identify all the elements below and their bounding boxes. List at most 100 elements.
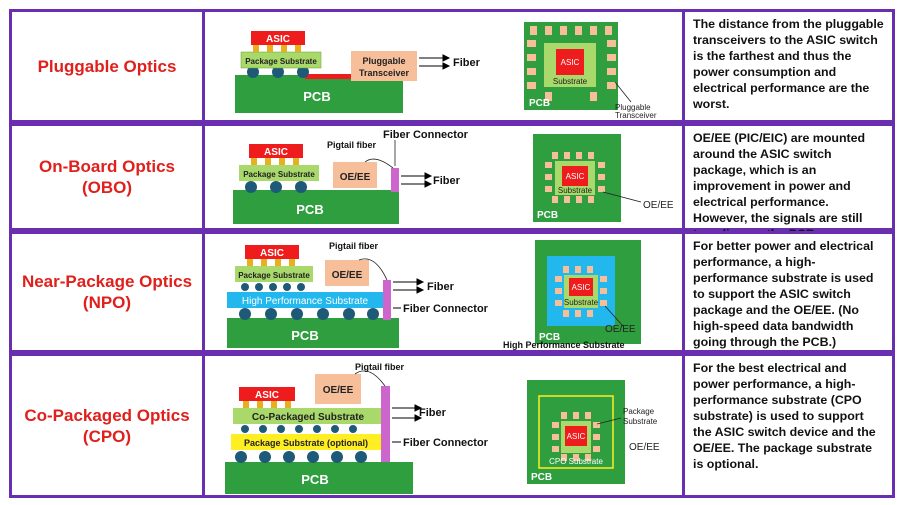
top-asic-label: ASIC bbox=[566, 172, 585, 181]
connector-label: Fiber Connector bbox=[403, 303, 489, 315]
row-name-cell: On-Board Optics (OBO) bbox=[12, 126, 202, 228]
row-name-cell: Pluggable Optics bbox=[12, 12, 202, 120]
hps-label: High Performance Substrate bbox=[242, 296, 369, 307]
package-balls bbox=[241, 425, 357, 433]
top-cpo-label: CPO Substrate bbox=[549, 457, 603, 466]
row-title: On-Board Optics (OBO) bbox=[38, 157, 175, 197]
pcb bbox=[233, 190, 399, 224]
asic-label: ASIC bbox=[264, 147, 288, 158]
transceiver-ring bbox=[527, 26, 616, 101]
top-oe-label: OE/EE bbox=[605, 324, 636, 335]
row-pluggable: Pluggable Optics PCB Package Substrate A… bbox=[9, 9, 895, 123]
oe-ee-label: OE/EE bbox=[323, 385, 354, 396]
pcb-label: PCB bbox=[303, 89, 330, 104]
fiber-arrows bbox=[401, 172, 433, 188]
microbumps bbox=[247, 259, 295, 266]
pigtail-fiber bbox=[364, 158, 394, 169]
top-oe-label: OE/EE bbox=[643, 200, 674, 211]
asic-label: ASIC bbox=[260, 248, 284, 259]
description-cell: OE/EE (PIC/EIC) are mounted around the A… bbox=[682, 126, 892, 241]
top-pcb-label: PCB bbox=[539, 332, 560, 343]
fiber-connector bbox=[383, 280, 391, 320]
top-substrate-label: Substrate bbox=[553, 77, 588, 86]
top-substrate-label: Substrate bbox=[564, 298, 599, 307]
package-substrate-label: Package Substrate bbox=[243, 170, 315, 179]
top-pcb-label: PCB bbox=[537, 210, 558, 221]
fiber-label: Fiber bbox=[419, 407, 447, 419]
top-hps-label: High Performance Substrate bbox=[503, 340, 625, 350]
microbumps bbox=[253, 45, 301, 52]
package-substrate bbox=[235, 266, 313, 282]
row-description: The distance from the pluggable transcei… bbox=[693, 17, 884, 111]
pigtail-fiber bbox=[354, 370, 386, 387]
fiber-label: Fiber bbox=[433, 175, 461, 187]
row-name-cell: Near-Package Optics (NPO) bbox=[12, 234, 202, 350]
oe-ee-label: OE/EE bbox=[340, 172, 371, 183]
pcb-label: PCB bbox=[291, 328, 318, 343]
co-packaged-substrate-label: Co-Packaged Substrate bbox=[252, 412, 365, 423]
row-title: Co-Packaged Optics (CPO) bbox=[24, 405, 190, 446]
pcb bbox=[225, 462, 413, 494]
callout-line bbox=[602, 191, 642, 203]
row-obo: On-Board Optics (OBO) PCB Package Substr… bbox=[9, 123, 895, 241]
top-pkg-label-2: Substrate bbox=[623, 417, 658, 426]
row-description: For the best electrical and power perfor… bbox=[693, 361, 876, 471]
oe-ring bbox=[552, 412, 600, 461]
npo-diagram: PCB High Performance Substrate Package S… bbox=[227, 240, 641, 350]
top-asic-label: ASIC bbox=[567, 432, 586, 441]
pigtail-label: Pigtail fiber bbox=[329, 241, 379, 251]
oe-ee-label: OE/EE bbox=[332, 270, 363, 281]
asic-label: ASIC bbox=[266, 34, 290, 45]
description-cell: For the best electrical and power perfor… bbox=[682, 356, 892, 495]
top-cpo-substrate bbox=[538, 395, 614, 469]
asic-die bbox=[251, 31, 305, 45]
top-asic bbox=[562, 166, 588, 186]
solder-balls bbox=[247, 66, 309, 78]
description-cell: For better power and electrical performa… bbox=[682, 234, 892, 350]
microbumps bbox=[251, 158, 299, 165]
top-substrate-label: Substrate bbox=[558, 186, 593, 195]
oe-ee-module bbox=[325, 260, 369, 286]
row-title: Pluggable Optics bbox=[37, 56, 177, 76]
asic-label: ASIC bbox=[255, 390, 279, 401]
pigtail-label: Pigtail fiber bbox=[355, 362, 405, 372]
high-performance-substrate bbox=[227, 292, 383, 308]
pluggable-diagram: PCB Package Substrate ASIC Pluggable Tra… bbox=[235, 22, 657, 120]
fiber-label: Fiber bbox=[453, 57, 481, 69]
pcb bbox=[235, 75, 403, 113]
package-balls bbox=[241, 283, 305, 291]
pigtail-fiber bbox=[358, 258, 388, 281]
top-callout-2: Transceiver bbox=[615, 111, 657, 120]
pluggable-label-2: Transceiver bbox=[359, 68, 410, 78]
pluggable-label-1: Pluggable bbox=[362, 56, 405, 66]
callout-line bbox=[614, 81, 632, 103]
connector-label: Fiber Connector bbox=[383, 129, 469, 141]
fiber-arrows bbox=[392, 404, 423, 443]
row-description: For better power and electrical performa… bbox=[693, 239, 874, 349]
diagram-cell: PCB Package Substrate ASIC OE/EE Pigtail… bbox=[202, 126, 682, 228]
callout-line bbox=[604, 305, 624, 327]
top-pkg-label-1: Package bbox=[623, 407, 655, 416]
row-title: Near-Package Optics (NPO) bbox=[21, 272, 193, 312]
fiber-arrows bbox=[393, 278, 425, 309]
package-substrate-label: Package Substrate bbox=[238, 271, 310, 280]
package-substrate-optional-label: Package Substrate (optional) bbox=[244, 438, 368, 448]
row-cpo: Co-Packaged Optics (CPO) PCB Package Sub… bbox=[9, 353, 895, 498]
fiber-label: Fiber bbox=[427, 281, 455, 293]
package-substrate bbox=[239, 165, 319, 181]
asic-die bbox=[245, 245, 299, 259]
row-description: OE/EE (PIC/EIC) are mounted around the A… bbox=[693, 131, 866, 241]
pigtail-label: Pigtail fiber bbox=[327, 140, 377, 150]
top-asic bbox=[565, 426, 587, 446]
oe-ring bbox=[555, 266, 607, 317]
top-asic bbox=[569, 278, 593, 296]
oe-ee-module bbox=[315, 374, 361, 404]
obo-diagram: PCB Package Substrate ASIC OE/EE Pigtail… bbox=[233, 129, 674, 224]
row-npo: Near-Package Optics (NPO) PCB High Perfo… bbox=[9, 231, 895, 353]
top-asic bbox=[556, 49, 584, 75]
pkg-callout-line bbox=[596, 417, 622, 425]
microbumps bbox=[243, 401, 291, 408]
asic-die bbox=[239, 387, 295, 401]
top-oe-label: OE/EE bbox=[629, 442, 660, 453]
package-substrate-optional bbox=[231, 434, 381, 450]
